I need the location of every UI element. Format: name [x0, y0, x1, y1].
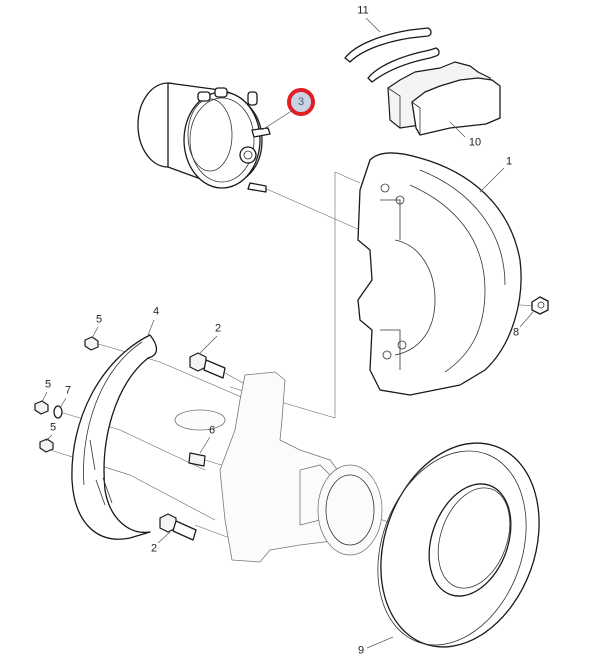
brake-caliper[interactable]: [357, 152, 522, 396]
nut[interactable]: [531, 296, 549, 315]
label-part-2-upper[interactable]: 2: [214, 322, 222, 335]
brake-disc[interactable]: [352, 421, 566, 670]
label-part-2-lower[interactable]: 2: [150, 542, 158, 555]
label-part-10[interactable]: 10: [468, 136, 482, 149]
label-part-11[interactable]: 11: [357, 4, 369, 17]
steering-knuckle: [174, 371, 383, 563]
label-part-7[interactable]: 6: [208, 424, 216, 437]
label-part-5-bottom[interactable]: 5: [49, 421, 57, 434]
label-part-5-top[interactable]: 5: [95, 313, 103, 326]
callout-part-3-highlighted[interactable]: 3: [287, 88, 315, 116]
brake-pads[interactable]: [387, 61, 501, 136]
bolts[interactable]: [159, 352, 226, 541]
pad-springs[interactable]: [344, 27, 440, 83]
stud[interactable]: [188, 452, 206, 467]
brake-chamber[interactable]: [137, 82, 271, 193]
label-part-1[interactable]: 1: [505, 155, 513, 168]
dust-shield[interactable]: [71, 334, 158, 540]
label-part-4[interactable]: 4: [152, 305, 160, 318]
label-part-6[interactable]: 7: [64, 384, 72, 397]
label-part-8[interactable]: 9: [357, 644, 365, 657]
label-part-9[interactable]: 8: [512, 326, 520, 339]
shield-screws[interactable]: [34, 336, 99, 453]
label-part-5-middle[interactable]: 5: [44, 378, 52, 391]
